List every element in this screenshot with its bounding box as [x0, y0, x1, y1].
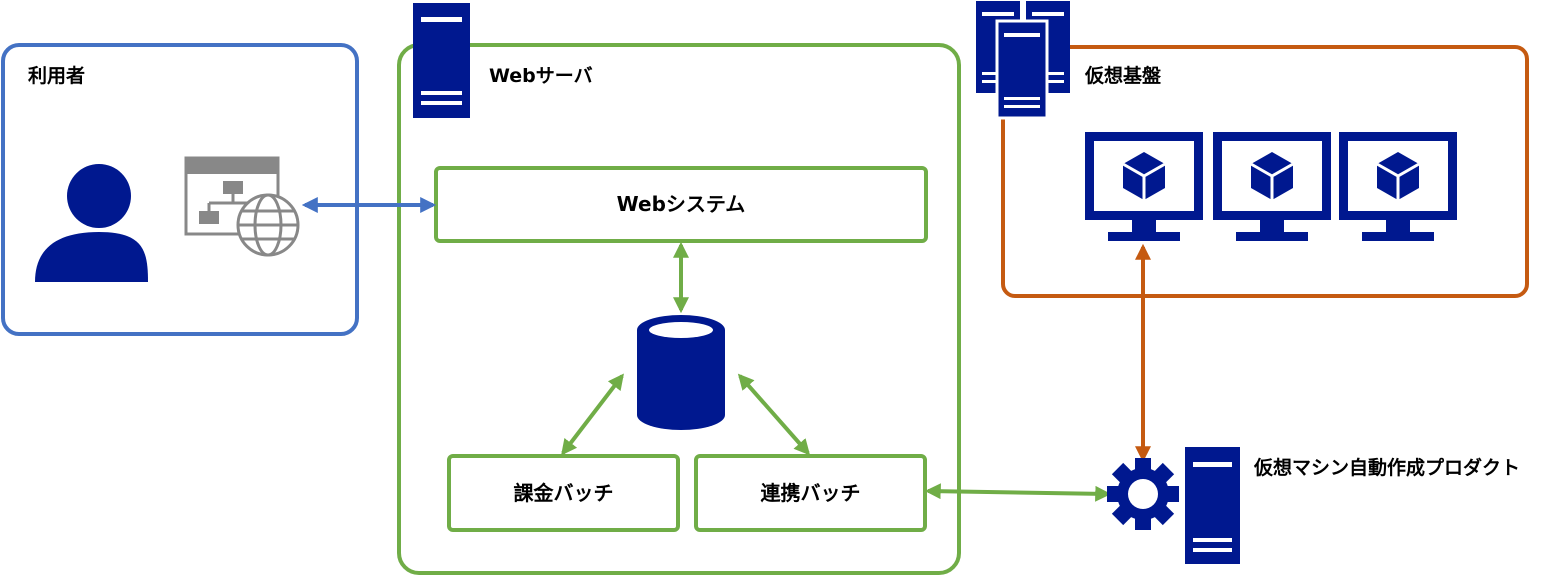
billing-batch-box: [447, 454, 680, 532]
vm-product-label: 仮想マシン自動作成プロダクト: [1254, 457, 1521, 479]
db-billing-connector: [561, 373, 624, 456]
user-group-label: 利用者: [28, 65, 86, 87]
virtual-infra-group-label: 仮想基盤: [1085, 65, 1162, 87]
gear-icon: [1107, 458, 1179, 530]
person-icon: [35, 164, 148, 282]
web-server-group-box: [397, 43, 961, 575]
database-icon: [637, 315, 725, 430]
billing-batch-label: 課金バッチ: [513, 481, 614, 505]
web-system-label: Webシステム: [616, 192, 746, 216]
db-link-connector: [737, 373, 811, 456]
vm-monitor-icon-1: [1085, 132, 1203, 241]
link-batch-label: 連携バッチ: [760, 481, 861, 505]
virtual-infra-group-box: [1001, 45, 1529, 298]
product-server-icon: [1185, 447, 1240, 564]
user-group-box: [1, 43, 359, 336]
web-server-icon: [413, 3, 470, 118]
link-product-connector: [924, 483, 1112, 502]
web-server-group-label: Webサーバ: [489, 65, 593, 87]
web-browser-globe-icon: [184, 156, 300, 257]
vm-monitor-icon-2: [1213, 132, 1331, 241]
vm-monitor-icon-3: [1339, 132, 1457, 241]
server-cluster-icon: [976, 1, 1070, 120]
